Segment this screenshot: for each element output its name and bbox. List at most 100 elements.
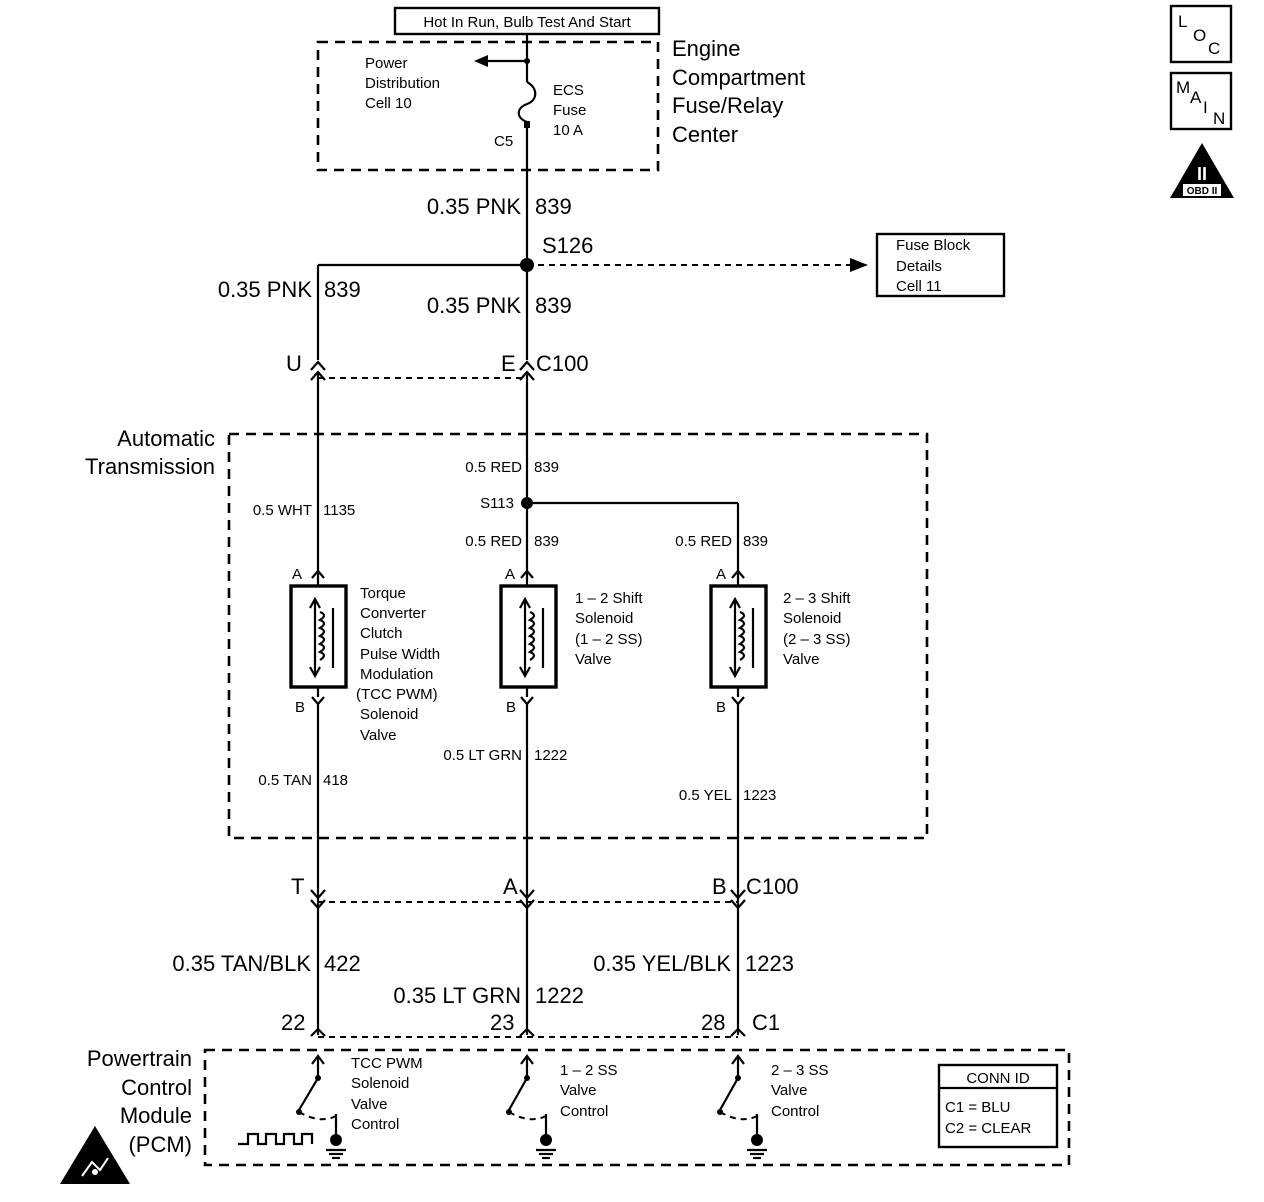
wire-1223-trans-color: 0.5 YEL — [679, 787, 732, 804]
pcm-pin-23: 23 — [490, 1010, 514, 1035]
c100-top-connector-label: C100 — [536, 351, 589, 376]
svg-text:Control: Control — [121, 1075, 192, 1100]
wire-red-right-circuit: 839 — [743, 533, 768, 550]
svg-text:Valve: Valve — [351, 1096, 387, 1113]
tcc-pwm-driver-switch — [296, 1054, 346, 1160]
esd-warning-icon — [60, 1126, 130, 1184]
svg-text:ECS: ECS — [553, 82, 584, 99]
fuse-relay-center-title: Engine Compartment Fuse/Relay Center — [672, 36, 805, 147]
svg-text:10 A: 10 A — [553, 122, 583, 139]
c100-top-pin-u: U — [286, 351, 302, 376]
svg-text:M: M — [1176, 78, 1190, 97]
pcm-pin-22: 22 — [281, 1010, 305, 1035]
shift-2-3-solenoid-label: 2 – 3 Shift Solenoid (2 – 3 SS) Valve — [783, 590, 851, 668]
shift-1-2-driver-switch — [506, 1054, 556, 1160]
svg-text:Automatic: Automatic — [117, 426, 215, 451]
svg-text:Powertrain: Powertrain — [87, 1046, 192, 1071]
tcc-pwm-pin-b: B — [295, 699, 305, 716]
tcc-pwm-solenoid-label: Torque Converter Clutch Pulse Width Modu… — [356, 585, 440, 744]
wire-red-mid-circuit: 839 — [534, 533, 559, 550]
svg-text:1 – 2 Shift: 1 – 2 Shift — [575, 590, 643, 607]
tcc-pwm-pin-a: A — [292, 566, 302, 583]
power-distribution-ref: Power Distribution Cell 10 — [365, 55, 440, 112]
wire-1135-color: 0.5 WHT — [253, 502, 312, 519]
svg-text:N: N — [1213, 109, 1225, 128]
fuse-relay-center-box — [316, 40, 660, 172]
wire-1222-trans-circuit: 1222 — [534, 747, 567, 764]
c100-bottom-pin-t: T — [291, 874, 304, 899]
loc-icon: L O C — [1169, 4, 1233, 64]
svg-text:Details: Details — [896, 258, 942, 275]
arrow-right-icon — [850, 258, 868, 272]
svg-text:Converter: Converter — [360, 605, 426, 622]
svg-text:L: L — [1178, 12, 1187, 31]
svg-text:C1 = BLU: C1 = BLU — [945, 1099, 1010, 1116]
svg-text:Valve: Valve — [783, 651, 819, 668]
c100-bottom-pin-a: A — [503, 874, 518, 899]
svg-text:Modulation: Modulation — [360, 666, 433, 683]
svg-text:O: O — [1193, 26, 1206, 45]
c100-bottom-connector — [310, 889, 746, 910]
wire-1222-pcm-color: 0.35 LT GRN — [393, 983, 521, 1008]
wire-red-right-color: 0.5 RED — [675, 533, 732, 550]
wire-1223-pcm-color: 0.35 YEL/BLK — [593, 951, 731, 976]
svg-text:Valve: Valve — [771, 1082, 807, 1099]
svg-text:(TCC PWM): (TCC PWM) — [356, 686, 438, 703]
obd-ii-icon: II OBD II — [1170, 143, 1234, 198]
tcc-pwm-solenoid — [289, 569, 348, 706]
c1-connector — [310, 1027, 746, 1038]
svg-text:OBD II: OBD II — [1187, 186, 1218, 197]
wire-1222-pcm-circuit: 1222 — [535, 983, 584, 1008]
shift-2-3-driver-switch — [717, 1054, 767, 1160]
wire-839-down-color: 0.35 PNK — [427, 293, 521, 318]
svg-text:Control: Control — [771, 1103, 819, 1120]
svg-text:TCC PWM: TCC PWM — [351, 1055, 423, 1072]
transmission-title: Automatic Transmission — [85, 426, 215, 479]
c100-bottom-pin-b: B — [712, 874, 727, 899]
wire-red-top-circuit: 839 — [534, 459, 559, 476]
wire-839-left-color: 0.35 PNK — [218, 277, 312, 302]
svg-text:Center: Center — [672, 122, 738, 147]
wire-422-color: 0.35 TAN/BLK — [172, 951, 311, 976]
svg-text:Engine: Engine — [672, 36, 741, 61]
shift-1-2-control-label: 1 – 2 SS Valve Control — [560, 1062, 618, 1120]
pwm-signal-icon — [238, 1132, 314, 1146]
c100-top-pin-e: E — [501, 351, 516, 376]
svg-text:Valve: Valve — [360, 727, 396, 744]
svg-text:I: I — [1203, 98, 1208, 117]
svg-text:Clutch: Clutch — [360, 625, 403, 642]
wire-839-down-circuit: 839 — [535, 293, 572, 318]
wire-422-circuit: 422 — [324, 951, 361, 976]
svg-text:Fuse: Fuse — [553, 102, 586, 119]
conn-id-table: CONN ID C1 = BLU C2 = CLEAR — [937, 1063, 1059, 1149]
transmission-box — [227, 432, 929, 840]
svg-text:Pulse Width: Pulse Width — [360, 646, 440, 663]
svg-text:Solenoid: Solenoid — [360, 706, 418, 723]
svg-text:Cell 10: Cell 10 — [365, 95, 412, 112]
svg-text:Transmission: Transmission — [85, 454, 215, 479]
wire-red-mid-color: 0.5 RED — [465, 533, 522, 550]
svg-text:C2 = CLEAR: C2 = CLEAR — [945, 1120, 1031, 1137]
svg-text:1 – 2 SS: 1 – 2 SS — [560, 1062, 618, 1079]
splice-s126-label: S126 — [542, 233, 593, 258]
svg-text:(1 – 2 SS): (1 – 2 SS) — [575, 631, 643, 648]
svg-text:Valve: Valve — [560, 1082, 596, 1099]
arrow-left-icon — [474, 55, 488, 67]
svg-text:Compartment: Compartment — [672, 65, 805, 90]
ecs-fuse-label: ECS Fuse 10 A — [553, 82, 586, 139]
c1-connector-label: C1 — [752, 1010, 780, 1035]
svg-text:Fuse Block: Fuse Block — [896, 237, 971, 254]
wire-1135-circuit: 1135 — [323, 502, 355, 519]
splice-s113-label: S113 — [480, 495, 514, 512]
shift-2-3-control-label: 2 – 3 SS Valve Control — [771, 1062, 829, 1120]
shift-2-3-solenoid — [709, 569, 768, 706]
svg-text:Control: Control — [351, 1116, 399, 1133]
svg-text:Solenoid: Solenoid — [575, 610, 633, 627]
wire-418-color: 0.5 TAN — [258, 772, 312, 789]
svg-text:2 – 3 SS: 2 – 3 SS — [771, 1062, 829, 1079]
wire-418-circuit: 418 — [323, 772, 348, 789]
main-icon: M A I N — [1169, 71, 1233, 131]
svg-text:Module: Module — [120, 1103, 192, 1128]
svg-text:II: II — [1197, 164, 1207, 184]
svg-text:CONN ID: CONN ID — [966, 1070, 1030, 1087]
